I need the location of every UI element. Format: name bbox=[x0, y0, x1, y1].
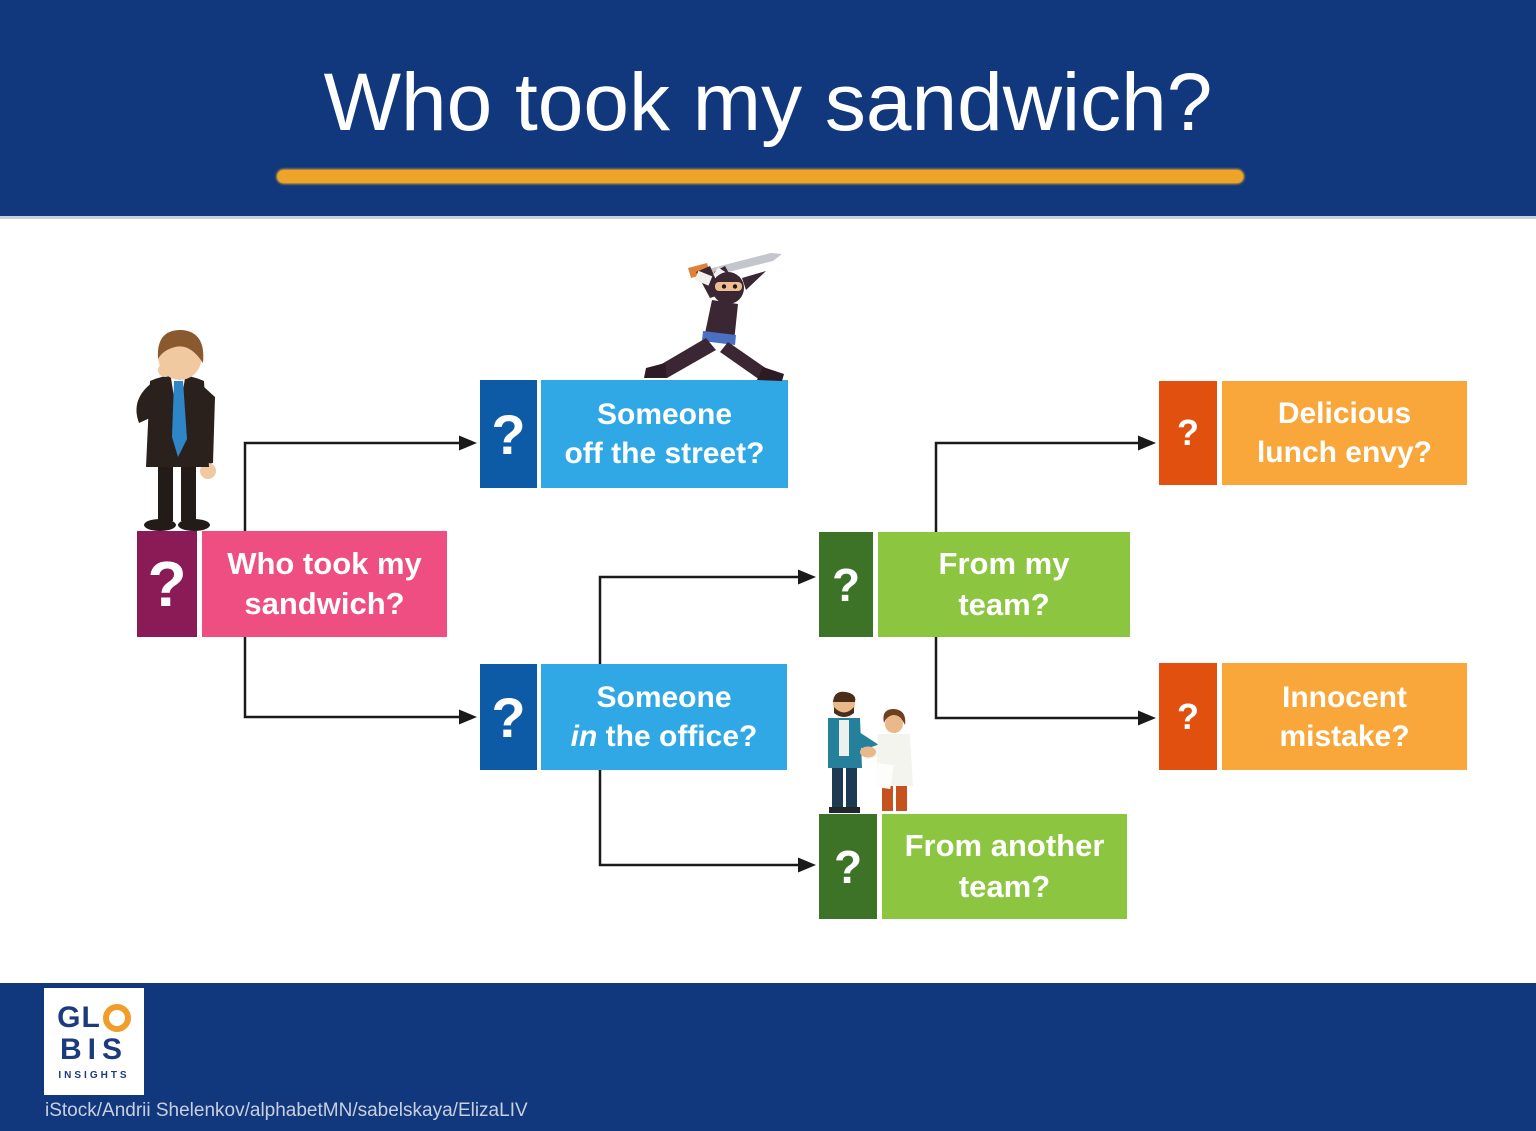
node-label-line1: Innocent bbox=[1282, 680, 1407, 714]
node-label-line2: off the street? bbox=[564, 437, 765, 470]
colleagues-handshake-illustration bbox=[828, 691, 913, 813]
ninja-with-sword-illustration bbox=[644, 253, 784, 381]
globis-logo: GL BIS INSIGHTS bbox=[44, 988, 144, 1095]
node-label-line1: Someone bbox=[596, 681, 732, 714]
arrow-myteam-to-envy bbox=[934, 441, 1138, 532]
node-label-line2: team? bbox=[958, 586, 1050, 622]
arrow-office-to-anotherteam bbox=[598, 770, 798, 867]
question-mark-badge: ? bbox=[1159, 381, 1217, 485]
node-label-line1: Delicious bbox=[1277, 397, 1412, 430]
node-label-line2: lunch envy? bbox=[1256, 436, 1433, 469]
node-label-rest: the office? bbox=[597, 720, 758, 753]
arrowhead-icon bbox=[459, 709, 477, 725]
node-label: From my team? bbox=[878, 532, 1130, 637]
arrowhead-icon bbox=[459, 435, 477, 451]
globis-o-ring-icon bbox=[102, 1003, 131, 1032]
footer-banner: GL BIS INSIGHTS iStock/Andrii Shelenkov/… bbox=[0, 983, 1536, 1131]
logo-line-glo: GL bbox=[57, 1000, 131, 1034]
node-label-line1: From another bbox=[904, 828, 1105, 864]
node-label-italic: in bbox=[570, 720, 598, 753]
question-mark-badge: ? bbox=[819, 532, 873, 637]
node-label: Someone in the office? bbox=[541, 664, 787, 770]
image-credits: iStock/Andrii Shelenkov/alphabetMN/sabel… bbox=[45, 1100, 528, 1121]
arrowhead-icon bbox=[1138, 710, 1156, 726]
node-label: Innocent mistake? bbox=[1222, 663, 1467, 770]
logo-gl-text: GL bbox=[57, 1000, 101, 1034]
node-label-line1: Who took my bbox=[227, 545, 422, 581]
node-label: Delicious lunch envy? bbox=[1222, 381, 1467, 485]
arrow-root-to-street bbox=[243, 441, 459, 531]
node-label: Who took my sandwich? bbox=[202, 531, 447, 637]
page-title: Who took my sandwich? bbox=[323, 57, 1213, 148]
arrow-root-to-office bbox=[243, 637, 459, 719]
title-underline bbox=[277, 170, 1244, 183]
node-label-line1: Someone bbox=[596, 398, 733, 431]
question-mark-badge: ? bbox=[480, 380, 537, 488]
question-mark-badge: ? bbox=[819, 814, 877, 919]
question-mark-badge: ? bbox=[480, 664, 537, 770]
node-label-line1: From my bbox=[938, 546, 1070, 582]
arrowhead-icon bbox=[798, 857, 816, 873]
arrowhead-icon bbox=[1138, 435, 1156, 451]
arrow-office-to-myteam bbox=[598, 575, 798, 664]
node-label-line2: sandwich? bbox=[244, 586, 405, 621]
header-banner: Who took my sandwich? bbox=[0, 0, 1536, 219]
sad-businessman-illustration bbox=[136, 329, 216, 531]
question-mark-badge: ? bbox=[1159, 663, 1217, 770]
node-label-line2: mistake? bbox=[1279, 719, 1410, 753]
arrowhead-icon bbox=[798, 569, 816, 585]
node-label: Someone off the street? bbox=[541, 380, 788, 488]
logo-insights-text: INSIGHTS bbox=[58, 1069, 130, 1081]
arrow-myteam-to-mistake bbox=[934, 637, 1138, 720]
node-label: From another team? bbox=[882, 814, 1127, 919]
node-label-line2: in the office? bbox=[571, 717, 758, 756]
node-label-line2: team? bbox=[958, 868, 1051, 904]
logo-line-bis: BIS bbox=[59, 1032, 128, 1066]
question-mark-badge: ? bbox=[137, 531, 197, 637]
